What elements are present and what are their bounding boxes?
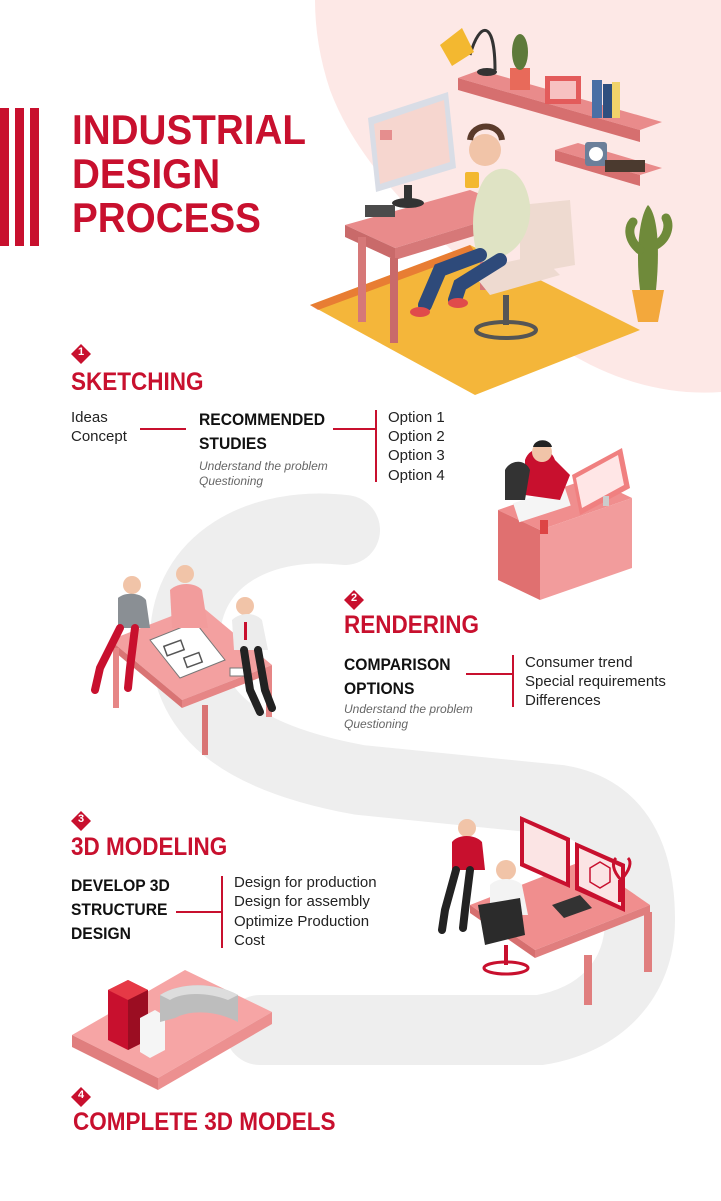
step-3-bracket — [221, 876, 223, 948]
rendering-team-illustration — [91, 565, 276, 755]
step-2-output-1: Consumer trend — [525, 654, 633, 671]
step-1-title: SKETCHING — [71, 368, 204, 396]
step-3-output-4: Cost — [234, 932, 265, 949]
step-1-option-1: Option 1 — [388, 409, 445, 426]
step-1-input-1: Ideas — [71, 409, 108, 426]
step-3-badge: 3 — [71, 811, 91, 831]
step-3-output-1: Design for production — [234, 874, 377, 891]
title-line-3: PROCESS — [72, 194, 261, 241]
step-2-output-2: Special requirements — [525, 673, 666, 690]
step-2-output-3: Differences — [525, 692, 601, 709]
step-4-title: COMPLETE 3D MODELS — [73, 1108, 336, 1136]
winding-path — [149, 493, 676, 1065]
step-1-heading-line-2: STUDIES — [199, 434, 267, 453]
step-3-heading-line-3: DESIGN — [71, 924, 131, 943]
step-1-option-4: Option 4 — [388, 467, 445, 484]
step-2-title: RENDERING — [344, 611, 480, 639]
step-1-heading-line-1: RECOMMENDED — [199, 410, 325, 429]
sketching-desk-illustration — [498, 440, 632, 600]
title-line-2: DESIGN — [72, 150, 221, 197]
step-1-bracket — [375, 410, 377, 482]
title-bar-1 — [0, 108, 9, 246]
complete-models-illustration — [72, 970, 272, 1090]
step-3-heading-line-1: DEVELOP 3D — [71, 876, 170, 895]
step-4-badge: 4 — [71, 1087, 91, 1107]
step-1-number: 1 — [77, 346, 85, 358]
step-3-title: 3D MODELING — [71, 833, 228, 861]
step-1-option-3: Option 3 — [388, 447, 445, 464]
title-bar-2 — [15, 108, 24, 246]
step-2-note-1: Understand the problem — [344, 702, 473, 716]
step-3-connector — [176, 911, 222, 913]
step-3-heading-line-2: STRUCTURE — [71, 900, 168, 919]
step-2-connector — [466, 673, 512, 675]
step-1-note-2: Questioning — [199, 474, 264, 488]
step-1-note-1: Understand the problem — [199, 459, 328, 473]
step-1-connector-right — [333, 428, 375, 430]
step-2-bracket — [512, 655, 514, 707]
step-1-input-2: Concept — [71, 428, 127, 445]
step-3-output-3: Optimize Production — [234, 913, 370, 930]
step-1-badge: 1 — [71, 344, 91, 364]
title-line-1: INDUSTRIAL — [72, 106, 306, 153]
step-1-option-2: Option 2 — [388, 428, 445, 445]
page-title: INDUSTRIAL DESIGN PROCESS — [72, 108, 306, 240]
step-2-badge: 2 — [344, 590, 364, 610]
step-4-number: 4 — [77, 1089, 85, 1101]
desk-scene-illustration — [310, 28, 673, 395]
title-bar-3 — [30, 108, 39, 246]
step-2-heading-line-2: OPTIONS — [344, 679, 415, 698]
step-2-number: 2 — [350, 592, 358, 604]
step-2-heading-line-1: COMPARISON — [344, 655, 451, 674]
step-2-note-2: Questioning — [344, 717, 409, 731]
modeling-workstation-illustration — [438, 816, 652, 1005]
step-3-number: 3 — [77, 813, 85, 825]
step-1-connector-left — [140, 428, 186, 430]
step-3-output-2: Design for assembly — [234, 893, 370, 910]
